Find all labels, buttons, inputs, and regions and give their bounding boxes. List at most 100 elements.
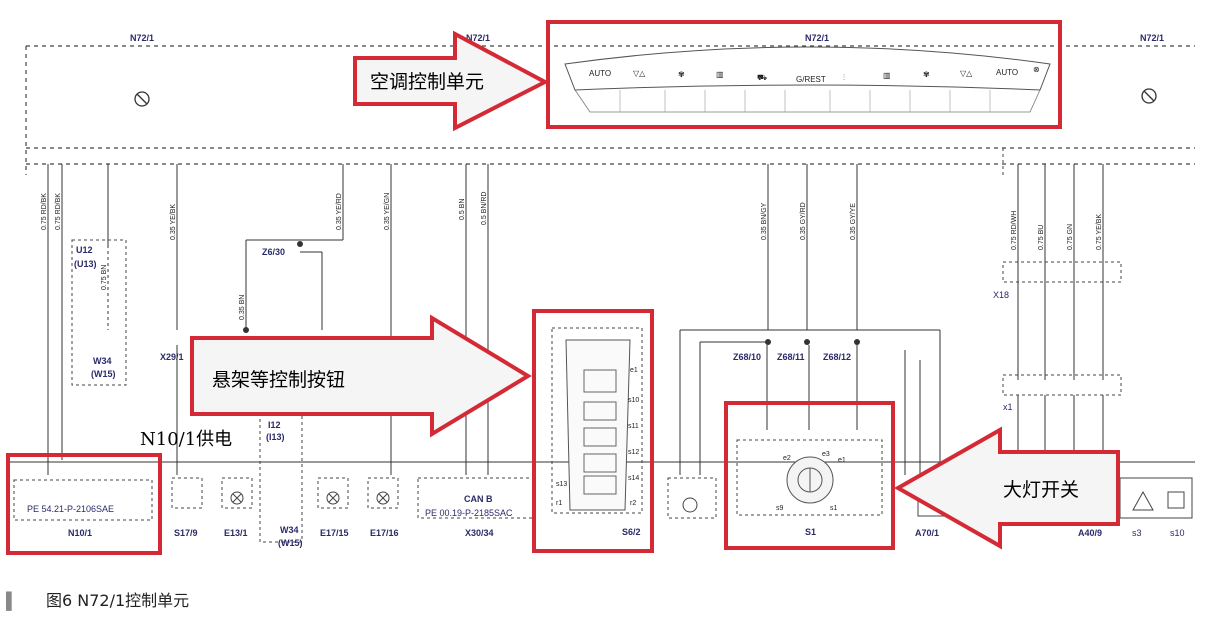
panel-label: N72/1 <box>805 33 829 43</box>
u12-label: U12 <box>76 245 93 255</box>
splice-points <box>243 241 860 345</box>
s1-pin-e2: e2 <box>783 455 791 462</box>
z68-12-label: Z68/12 <box>823 352 851 362</box>
wire-label-3: 0.75 BN <box>101 265 108 290</box>
panel-btn-temp-right: ▽△ <box>960 69 973 78</box>
wire-label-7: 0.35 YE/GN <box>384 193 391 230</box>
s1-headlight-switch <box>736 439 883 516</box>
a40-9-label: A40/9 <box>1078 528 1102 538</box>
ground-symbols <box>134 88 1157 107</box>
s1-pin-e3: e3 <box>822 451 830 458</box>
e17-16-label: E17/16 <box>370 528 399 538</box>
pe-ref-2: PE 00.19-P-2185SAC <box>425 508 513 518</box>
panel-btn-fan-right: ✾ <box>923 70 930 79</box>
panel-btn-defrost-right: ▥ <box>883 71 891 80</box>
i12-label: I12 <box>268 420 281 430</box>
x18-connector <box>1002 148 1122 396</box>
x18-label: X18 <box>993 290 1009 300</box>
wire-label-11: 0.35 GY/RD <box>800 202 807 240</box>
z68-11-label: Z68/11 <box>777 352 805 362</box>
n10-1-label: N10/1 <box>68 528 92 538</box>
wire-label-8: 0.5 BN <box>459 199 466 220</box>
w15-label: (W15) <box>278 538 303 548</box>
s1-pin-e1: e1 <box>838 457 846 464</box>
w15-label-left: (W15) <box>91 369 116 379</box>
a70-1-label: A70/1 <box>915 528 939 538</box>
x30-34-label: X30/34 <box>465 528 494 538</box>
z6-30-label: Z6/30 <box>262 247 285 257</box>
s6-pin-s13: s13 <box>556 481 567 488</box>
s1-highlight <box>724 401 895 550</box>
n10-1-highlight <box>6 453 162 555</box>
s6-pin-s12: s12 <box>628 449 639 456</box>
caption-marker: ▌ <box>6 591 17 611</box>
s6-pin-s14: s14 <box>628 475 639 482</box>
panel-buttons: AUTO ▽△ ✾ ▥ ⛟ G/REST ⫶ ▥ ✾ ▽△ AUTO ⊗ <box>589 65 1040 84</box>
wire-label-r3: 0.75 GN <box>1067 224 1074 250</box>
s6-pin-s10: s10 <box>628 397 639 404</box>
x29-label: X29/1 <box>160 352 184 362</box>
wire-label-r1: 0.75 RD/WH <box>1011 211 1018 250</box>
i12-box <box>259 409 303 543</box>
headlight-arrow-annotation <box>893 426 1120 550</box>
panel-btn-temp-left: ▽△ <box>633 69 646 78</box>
wire-label-10: 0.35 BN/GY <box>761 202 768 240</box>
suspension-buttons-text: 悬架等控制按钮 <box>212 369 345 391</box>
s6-pin-e1: e1 <box>630 367 638 374</box>
s3-label: s3 <box>1132 528 1142 538</box>
headlight-switch-text: 大灯开关 <box>1003 479 1079 501</box>
i13-label: (I13) <box>266 432 285 442</box>
s6-pin-r1: r1 <box>556 500 562 507</box>
e13-1-label: E13/1 <box>224 528 248 538</box>
connector-label-1: N72/1 <box>130 33 154 43</box>
suspension-arrow-annotation <box>190 314 532 438</box>
panel-btn-auto-right: AUTO <box>996 68 1018 77</box>
wire-labels: 0.75 RD/BK 0.75 RD/BK 0.75 BN 0.35 YE/BK… <box>41 192 1103 320</box>
wire-label-5: 0.35 BN <box>239 295 246 320</box>
ac-control-panel <box>564 46 1051 113</box>
panel-btn-auto-left: AUTO <box>589 69 611 78</box>
u13-label: (U13) <box>74 259 97 269</box>
s6-2-highlight <box>532 309 654 553</box>
s17-9-label: S17/9 <box>174 528 198 538</box>
w34-label: W34 <box>280 525 299 535</box>
u12-box <box>71 239 127 386</box>
panel-btn-rest: G/REST <box>796 75 826 84</box>
panel-btn-rear-defrost: ⫶ <box>843 73 845 82</box>
panel-btn-recirc: ⛟ <box>757 73 767 82</box>
wire-label-1: 0.75 RD/BK <box>41 193 48 230</box>
n72-1-housing <box>25 45 1195 175</box>
wire-label-12: 0.35 GY/YE <box>850 203 857 240</box>
wire-label-9: 0.5 BN/RD <box>481 192 488 225</box>
ac-control-highlight <box>546 20 1062 129</box>
connector-label-3: N72/1 <box>1140 33 1164 43</box>
figure-caption: 图6 N72/1控制单元 <box>46 591 189 610</box>
z68-10-label: Z68/10 <box>733 352 761 362</box>
s6-2-label: S6/2 <box>622 527 641 537</box>
s10-label: s10 <box>1170 528 1185 538</box>
ac-arrow-annotation <box>353 30 550 132</box>
panel-btn-off: ⊗ <box>1033 65 1040 74</box>
wires <box>10 164 1195 480</box>
s1-pin-s9: s9 <box>776 505 784 512</box>
s1-pin-s1: s1 <box>830 505 838 512</box>
s6-pin-r2: r2 <box>630 500 636 507</box>
can-b-label: CAN B <box>464 494 493 504</box>
panel-btn-fan-left: ✾ <box>678 70 685 79</box>
panel-btn-defrost: ▥ <box>716 70 724 79</box>
e17-15-label: E17/15 <box>320 528 349 538</box>
x1-label: x1 <box>1003 402 1013 412</box>
wire-label-r4: 0.75 YE/BK <box>1096 214 1103 250</box>
wire-label-r2: 0.75 BU <box>1038 225 1045 250</box>
s6-pin-s11: s11 <box>628 423 639 430</box>
ac-control-text: 空调控制单元 <box>370 71 484 93</box>
s1-label: S1 <box>805 527 816 537</box>
w34-label-left: W34 <box>93 356 112 366</box>
wire-label-6: 0.35 YE/RD <box>336 193 343 230</box>
connector-label-2: N72/1 <box>466 33 490 43</box>
wire-label-2: 0.75 RD/BK <box>55 193 62 230</box>
n10-supply-text: N10/1供电 <box>140 429 232 450</box>
wire-label-4: 0.35 YE/BK <box>170 204 177 240</box>
s6-2-switch-block <box>551 327 643 514</box>
